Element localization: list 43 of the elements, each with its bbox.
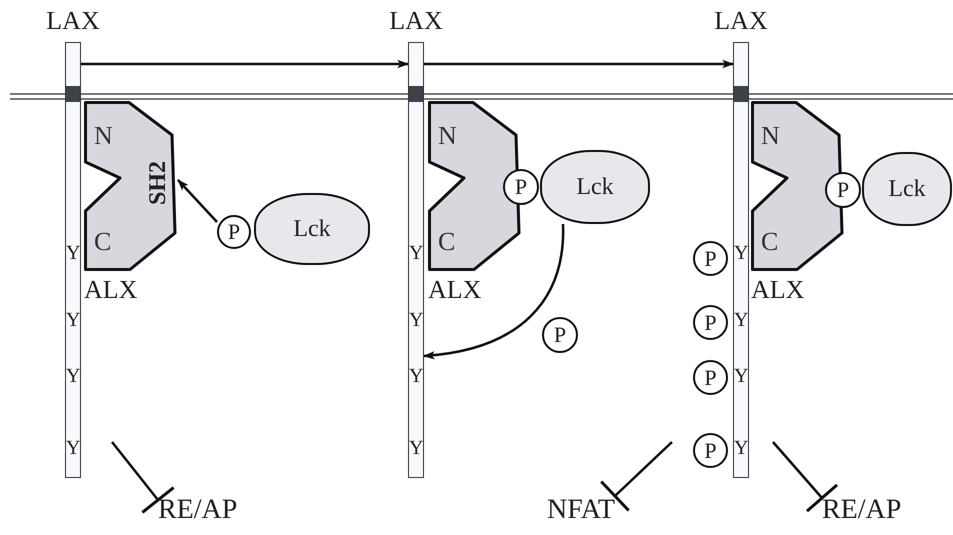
domain-label: SH2 — [146, 161, 170, 205]
phosphate-circle: P — [693, 360, 728, 395]
protein-label: ALX — [84, 277, 138, 303]
arrow — [81, 60, 410, 68]
residue-label: Y — [409, 243, 424, 263]
residue-label: Y — [734, 366, 748, 386]
domain-label: N — [438, 123, 457, 149]
residue-label: Y — [409, 366, 424, 386]
residue-label: Y — [409, 438, 424, 458]
phosphate-circle: P — [217, 215, 251, 249]
phosphate-circle: P — [693, 305, 728, 340]
protein-label: LAX — [45, 8, 101, 34]
protein-label: ALX — [751, 277, 804, 303]
phosphate-circle: P — [693, 241, 728, 276]
domain-label: N — [761, 123, 780, 149]
phosphate-circle: P — [542, 317, 578, 353]
protein-label: ALX — [428, 277, 482, 303]
phosphate-circle: P — [693, 433, 728, 468]
domain-label: C — [438, 229, 456, 255]
arrow — [177, 179, 218, 223]
domain-label: C — [94, 229, 112, 255]
inhibition-line — [600, 441, 673, 512]
pathway-label: RE/AP — [822, 496, 902, 524]
inhibition-line — [111, 441, 176, 514]
domain-label: C — [761, 229, 778, 255]
residue-label: Y — [66, 366, 80, 386]
pathway-label: NFAT — [547, 496, 615, 524]
protein-label: LAX — [388, 8, 444, 34]
pathway-label: RE/AP — [158, 496, 238, 524]
protein-label: LAX — [713, 8, 769, 34]
domain-label: N — [94, 123, 113, 149]
phosphate-circle: P — [503, 169, 539, 205]
arrow — [422, 224, 564, 360]
inhibition-line — [772, 441, 839, 513]
residue-label: Y — [66, 438, 80, 458]
phosphate-circle: P — [825, 172, 861, 208]
residue-label: Y — [66, 243, 80, 263]
arrow — [424, 60, 734, 68]
residue-label: Y — [734, 438, 748, 458]
residue-label: Y — [734, 310, 748, 330]
residue-label: Y — [734, 243, 748, 263]
residue-label: Y — [409, 310, 424, 330]
residue-label: Y — [66, 310, 80, 330]
